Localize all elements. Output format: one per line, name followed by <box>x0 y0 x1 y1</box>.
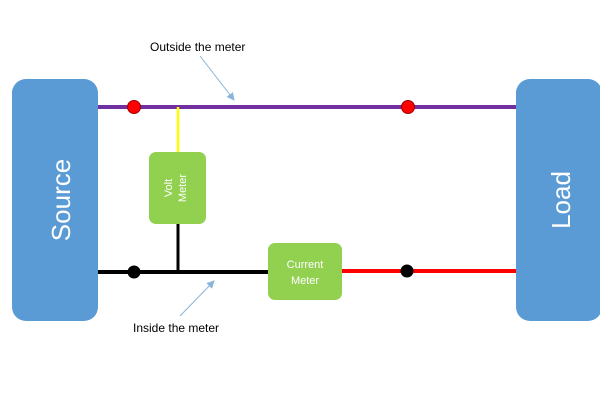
current-meter-label-line1: Current <box>287 259 324 271</box>
bottom-node-left <box>127 265 141 279</box>
current-meter-box <box>268 243 342 300</box>
volt-meter-label-line2: Meter <box>177 174 189 202</box>
source-block <box>12 79 98 321</box>
top-node-right <box>401 100 415 114</box>
inside-meter-label: Inside the meter <box>133 321 219 335</box>
outside-meter-arrow <box>199 55 235 101</box>
load-block <box>516 79 600 321</box>
volt-meter-label-line1: Volt <box>163 179 175 197</box>
top-node-left <box>127 100 141 114</box>
bottom-node-right <box>400 264 414 278</box>
load-label: Load <box>546 171 576 229</box>
volt-meter-label: Volt Meter <box>163 174 189 202</box>
inside-meter-arrow <box>179 280 215 317</box>
outside-meter-label: Outside the meter <box>150 40 245 54</box>
volt-meter-box <box>149 152 206 224</box>
current-meter-label-line2: Meter <box>291 275 319 287</box>
source-label: Source <box>46 159 76 241</box>
